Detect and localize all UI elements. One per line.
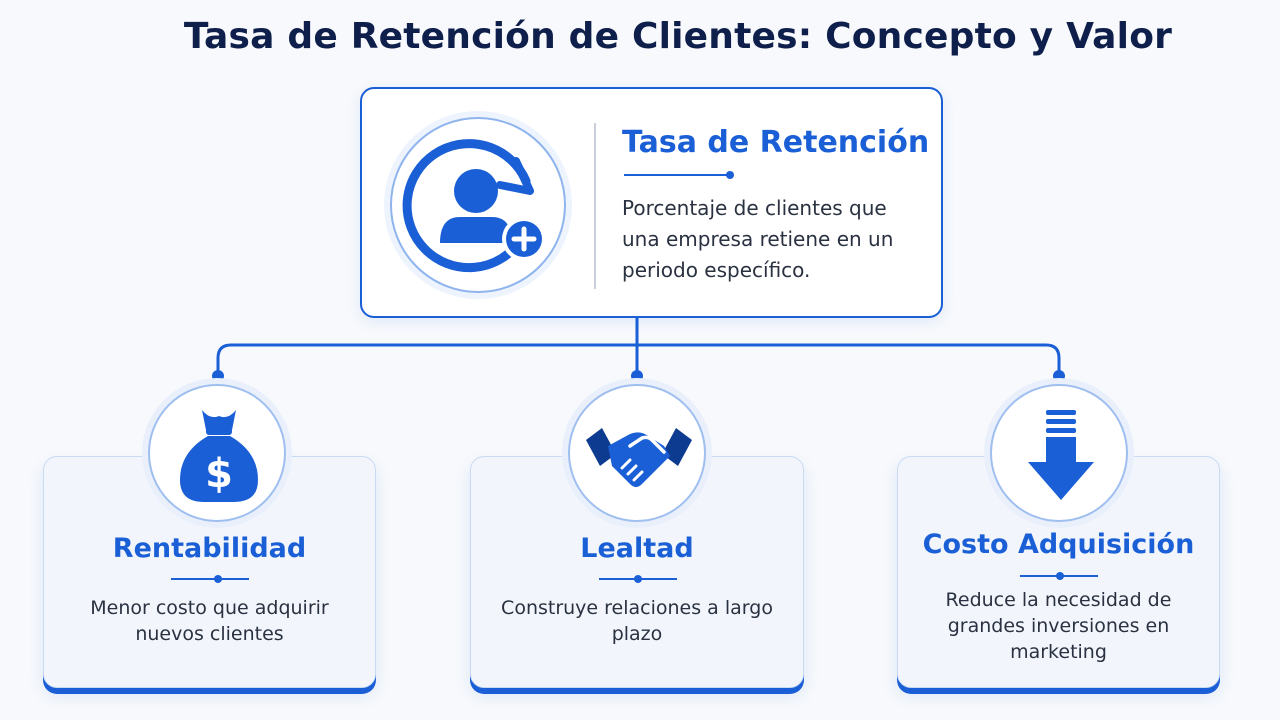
main-card-description: Porcentaje de clientes que una empresa r… bbox=[622, 196, 894, 282]
user-retention-icon bbox=[402, 139, 546, 273]
card-title-dot bbox=[1056, 572, 1064, 580]
main-concept-card: Tasa de Retención Porcentaje de clientes… bbox=[360, 87, 943, 318]
svg-text:$: $ bbox=[205, 451, 233, 497]
main-title-dot bbox=[726, 171, 734, 179]
main-card-title: Tasa de Retención bbox=[622, 125, 930, 160]
handshake-icon bbox=[586, 428, 692, 487]
costo-icon-circle bbox=[990, 384, 1128, 522]
card-title: Costo Adquisición bbox=[922, 529, 1195, 560]
card-title: Lealtad bbox=[580, 533, 694, 564]
card-title: Rentabilidad bbox=[112, 533, 307, 564]
main-card-divider bbox=[594, 123, 596, 289]
down-arrow-icon bbox=[1028, 410, 1094, 500]
main-title-underline bbox=[624, 174, 730, 176]
card-description: Reduce la necesidad de grandes inversion… bbox=[945, 589, 1172, 663]
money-bag-icon: $ bbox=[180, 410, 258, 502]
rentabilidad-icon-circle: $ bbox=[148, 384, 286, 522]
main-icon-circle bbox=[390, 117, 566, 293]
card-title-dot bbox=[634, 575, 642, 583]
lealtad-icon-circle bbox=[568, 384, 706, 522]
card-title-underline bbox=[171, 578, 249, 580]
card-lealtad: Lealtad Construye relaciones a largo pla… bbox=[470, 456, 804, 688]
card-title-dot bbox=[214, 575, 222, 583]
card-description: Construye relaciones a largo plazo bbox=[501, 597, 773, 645]
page-title: Tasa de Retención de Clientes: Concepto … bbox=[183, 16, 1173, 57]
card-description: Menor costo que adquirir nuevos clientes bbox=[90, 597, 329, 645]
